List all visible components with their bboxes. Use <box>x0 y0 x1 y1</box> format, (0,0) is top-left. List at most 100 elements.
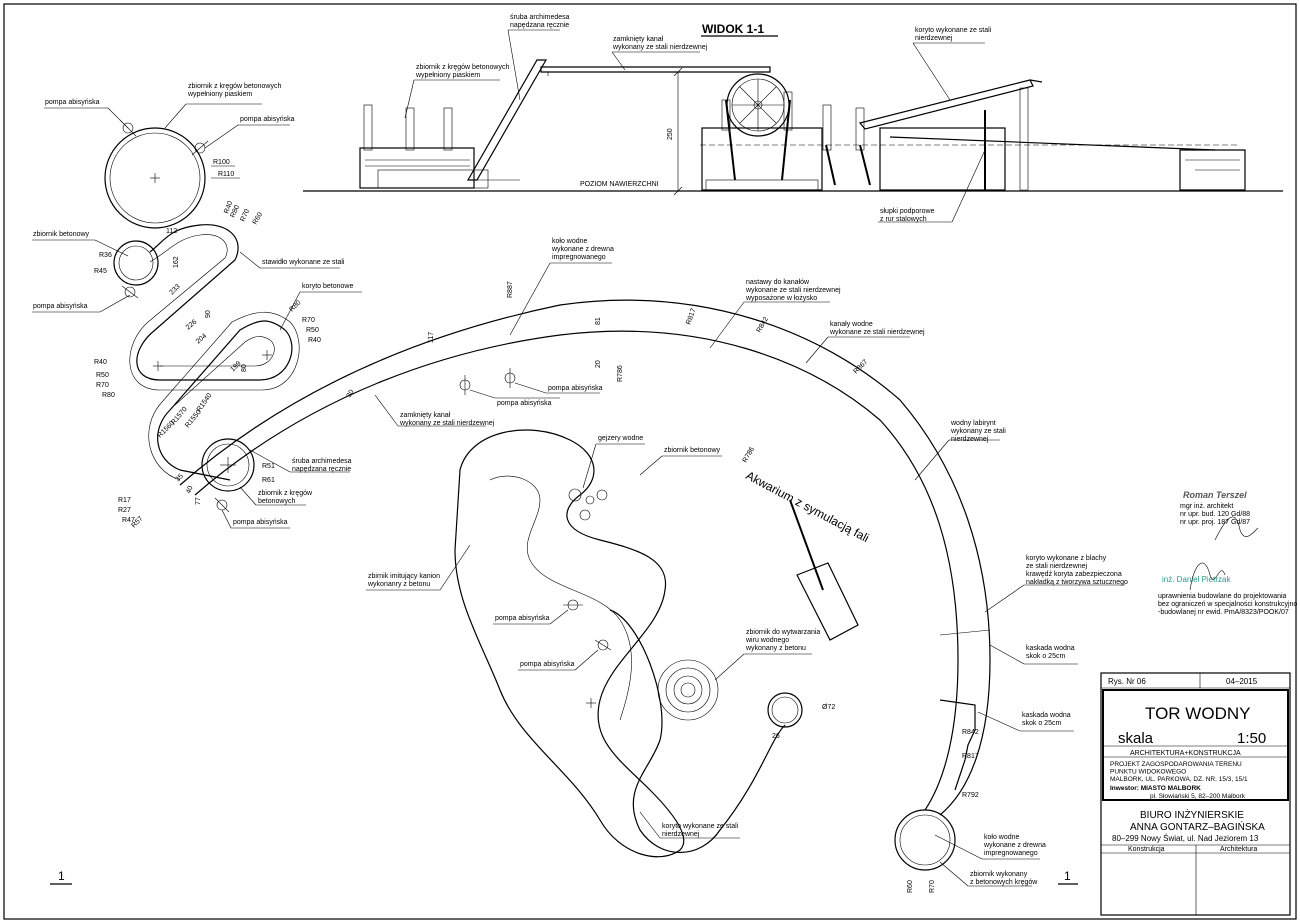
svg-text:20: 20 <box>595 360 602 368</box>
investor-address: pl. Słowiański 5, 82–200 Malbork <box>1150 793 1246 800</box>
svg-text:R887: R887 <box>507 281 514 298</box>
corner-mark-left: 1 <box>58 869 65 883</box>
svg-text:R70: R70 <box>96 382 109 389</box>
ring-circle <box>767 692 803 728</box>
bottom-tank-circle <box>894 809 956 871</box>
svg-text:112: 112 <box>166 228 177 235</box>
view-title: WIDOK 1-1 <box>702 22 764 36</box>
office-address: 80–299 Nowy Świat, ul. Nad Jeziorem 13 <box>1112 834 1259 843</box>
discipline: ARCHITEKTURA+KONSTRUKCJA <box>1130 750 1241 757</box>
label-pompa4: pompa abisyńska <box>497 400 552 407</box>
label-pompa7: pompa abisyńska <box>495 615 550 622</box>
label-zbiornik-bet2: zbiornik betonowy <box>664 447 721 454</box>
stamp-name-2: inż. Daniel Pietrzak <box>1162 575 1231 584</box>
geyser <box>568 488 582 502</box>
svg-text:R40: R40 <box>223 200 234 215</box>
pump-section-1 <box>363 104 373 151</box>
svg-text:R50: R50 <box>96 372 109 379</box>
label-stawidlo: stawidło wykonane ze stali <box>262 259 345 266</box>
svg-text:R61: R61 <box>262 477 275 484</box>
svg-text:R60: R60 <box>907 880 914 893</box>
investor-name: Inwestor: MIASTO MALBORK <box>1110 785 1201 792</box>
label-poziom: POZIOM NAWIERZCHNI <box>580 181 659 188</box>
pump-section-3 <box>443 107 453 151</box>
sand-tank-circle <box>104 127 206 229</box>
svg-text:R80: R80 <box>229 204 241 219</box>
svg-text:R40: R40 <box>308 337 321 344</box>
label-pompa5: pompa abisyńska <box>548 385 603 392</box>
geyser <box>596 489 608 501</box>
svg-text:90: 90 <box>205 310 212 318</box>
column-konstrukcja: Konstrukcja <box>1128 846 1165 853</box>
office-owner: ANNA GONTARZ–BAGIŃSKA <box>1130 820 1265 833</box>
main-arc-channel <box>179 299 991 816</box>
label-akwarium: Akwarium z symulacją fali <box>744 468 872 545</box>
svg-text:204: 204 <box>195 333 209 346</box>
drawing-date: 04–2015 <box>1226 677 1258 686</box>
stamp-name-1: Roman Terszel <box>1183 490 1247 500</box>
label-zbiornik-bet: zbiornik betonowy <box>33 231 90 238</box>
vortex-spiral <box>657 659 719 721</box>
signature-1 <box>1214 516 1259 541</box>
svg-text:R817: R817 <box>962 753 979 760</box>
label-pompa2: pompa abisyńska <box>240 116 295 123</box>
svg-text:R786: R786 <box>617 365 624 382</box>
column-architektura: Architektura <box>1220 846 1257 853</box>
svg-text:R51: R51 <box>262 463 275 470</box>
label-pompa6: pompa abisyńska <box>233 519 288 526</box>
svg-text:R867: R867 <box>852 359 869 376</box>
svg-text:R786: R786 <box>742 446 756 464</box>
sheet-border <box>3 3 1297 920</box>
concrete-ring-tank <box>201 438 255 492</box>
title-block: Rys. Nr 06 04–2015 TOR WODNY skala 1:50 … <box>1100 672 1291 916</box>
svg-text:30: 30 <box>346 389 356 399</box>
drawing-number: Rys. Nr 06 <box>1108 677 1146 686</box>
wheel-spoke <box>757 86 777 106</box>
svg-text:R36: R36 <box>99 252 112 259</box>
office-name: BIURO INŻYNIERSKIE <box>1140 808 1244 821</box>
label-pompa1: pompa abisyńska <box>45 99 100 106</box>
drawing-title: TOR WODNY <box>1145 704 1250 723</box>
label-pompa3: pompa abisyńska <box>33 303 88 310</box>
svg-text:R27: R27 <box>118 507 131 514</box>
svg-text:R842: R842 <box>756 316 770 334</box>
svg-text:R110: R110 <box>218 171 234 178</box>
svg-text:R45: R45 <box>94 268 107 275</box>
svg-text:35: 35 <box>174 473 185 484</box>
wheel-spoke <box>739 104 759 124</box>
pump-section-5 <box>855 107 865 151</box>
svg-text:233: 233 <box>168 283 181 296</box>
pump-section-2 <box>405 107 415 151</box>
svg-text:R842: R842 <box>962 729 979 736</box>
plan-view <box>104 119 991 871</box>
pump-symbols <box>119 119 612 651</box>
svg-text:26: 26 <box>772 733 780 740</box>
svg-text:R817: R817 <box>685 307 697 325</box>
corner-mark-right: 1 <box>1064 869 1071 883</box>
svg-text:R40: R40 <box>94 359 107 366</box>
svg-text:R60: R60 <box>252 211 265 226</box>
scale-label: skala <box>1118 730 1154 747</box>
svg-text:R47: R47 <box>122 517 135 524</box>
geyser <box>585 495 595 505</box>
